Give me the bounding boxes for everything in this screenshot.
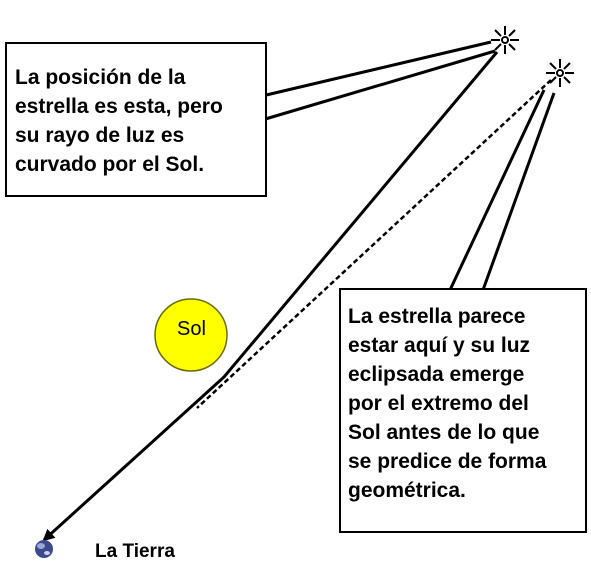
actual-note-pointer-upper (261, 40, 492, 98)
earth-icon (35, 540, 53, 558)
earth-label: La Tierra (95, 541, 175, 562)
apparent-note-pointer-right (481, 92, 556, 291)
sun-label: Sol (177, 318, 206, 340)
apparent-star-icon (546, 59, 574, 87)
actual-star-icon (491, 26, 519, 54)
apparent-note-pointer-left (448, 89, 546, 291)
apparent-line-of-sight (196, 79, 552, 409)
actual-note-pointer-lower (261, 49, 496, 122)
apparent-position-note: La estrella parece estar aquí y su luz e… (339, 288, 587, 533)
actual-position-note: La posición de la estrella es esta, pero… (5, 42, 267, 197)
sun-disc (154, 298, 228, 372)
bent-light-ray (42, 51, 499, 542)
